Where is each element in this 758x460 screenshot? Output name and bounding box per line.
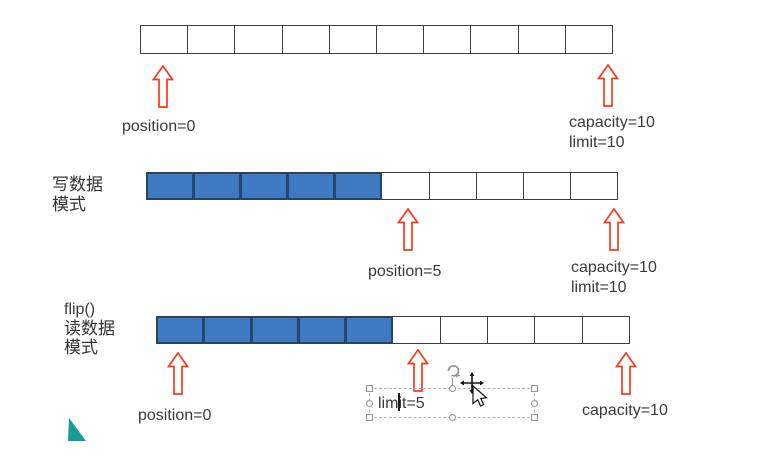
- selection-handle[interactable]: [531, 385, 538, 392]
- up-arrow-icon: [615, 352, 637, 395]
- move-cursor-icon: [460, 372, 488, 407]
- selection-handle[interactable]: [366, 385, 373, 392]
- selection-handle[interactable]: [366, 414, 373, 421]
- buffer-cell: [157, 317, 205, 343]
- buffer-bar-write-mode: [146, 172, 618, 200]
- up-arrow-icon: [597, 64, 619, 107]
- selection-handle[interactable]: [366, 400, 373, 407]
- limit-textbox-text[interactable]: limit=5: [378, 395, 425, 412]
- buffer-cell: [471, 26, 519, 53]
- buffer-bar-read-mode: [156, 316, 630, 344]
- up-arrow-icon: [167, 352, 189, 395]
- write-mode-label-line2: 模式: [52, 195, 86, 214]
- buffer-cell: [298, 317, 347, 343]
- read-mode-label-line2: 读数据: [64, 319, 115, 338]
- limit-label: limit=10: [569, 134, 625, 151]
- buffer-cell: [346, 317, 394, 343]
- up-arrow-icon: [152, 65, 174, 108]
- buffer-cell: [488, 317, 536, 343]
- pointer-cursor-icon: [472, 384, 488, 407]
- buffer-cell: [147, 173, 195, 199]
- buffer-cell: [393, 317, 441, 343]
- buffer-cell: [288, 173, 336, 199]
- capacity-label: capacity=10: [569, 114, 655, 131]
- buffer-cell: [430, 173, 477, 199]
- up-arrow-icon: [407, 349, 429, 392]
- buffer-cell: [194, 173, 242, 199]
- buffer-cell: [535, 317, 583, 343]
- buffer-cell: [377, 26, 425, 53]
- buffer-cell: [241, 173, 289, 199]
- position-label: position=0: [122, 118, 196, 135]
- buffer-cell: [251, 317, 299, 343]
- read-mode-label-line1: flip(): [64, 301, 96, 318]
- capacity-label: capacity=10: [582, 402, 668, 419]
- text-caret: [398, 393, 400, 411]
- capacity-label: capacity=10: [571, 259, 657, 276]
- buffer-cell: [335, 173, 383, 199]
- up-arrow-icon: [603, 208, 625, 251]
- buffer-cell: [477, 173, 524, 199]
- limit-textbox-selection[interactable]: limit=5: [366, 365, 538, 421]
- rotate-handle-stem: [452, 378, 453, 386]
- buffer-cell: [441, 317, 489, 343]
- buffer-cell: [583, 317, 629, 343]
- corner-accent-triangle: [68, 418, 86, 441]
- buffer-cell: [571, 173, 617, 199]
- buffer-cell: [382, 173, 430, 199]
- up-arrow-icon: [397, 208, 419, 251]
- buffer-cell: [283, 26, 330, 53]
- selection-handle[interactable]: [449, 385, 456, 392]
- write-mode-label-line1: 写数据: [52, 175, 103, 194]
- buffer-cell: [524, 173, 571, 199]
- buffer-cell: [519, 26, 566, 53]
- buffer-cell: [188, 26, 236, 53]
- buffer-cell: [424, 26, 472, 53]
- buffer-cell: [235, 26, 283, 53]
- buffer-cell: [204, 317, 252, 343]
- selection-handle[interactable]: [531, 400, 538, 407]
- buffer-cell: [330, 26, 378, 53]
- read-mode-label-line3: 模式: [64, 338, 98, 357]
- position-label: position=0: [138, 407, 212, 424]
- position-label: position=5: [368, 263, 442, 280]
- buffer-cell: [566, 26, 612, 53]
- buffer-bar-initial: [140, 25, 613, 54]
- buffer-cell: [141, 26, 189, 53]
- selection-handle[interactable]: [531, 414, 538, 421]
- rotate-handle-icon[interactable]: [444, 363, 462, 379]
- limit-label: limit=10: [571, 279, 627, 296]
- selection-handle[interactable]: [449, 414, 456, 421]
